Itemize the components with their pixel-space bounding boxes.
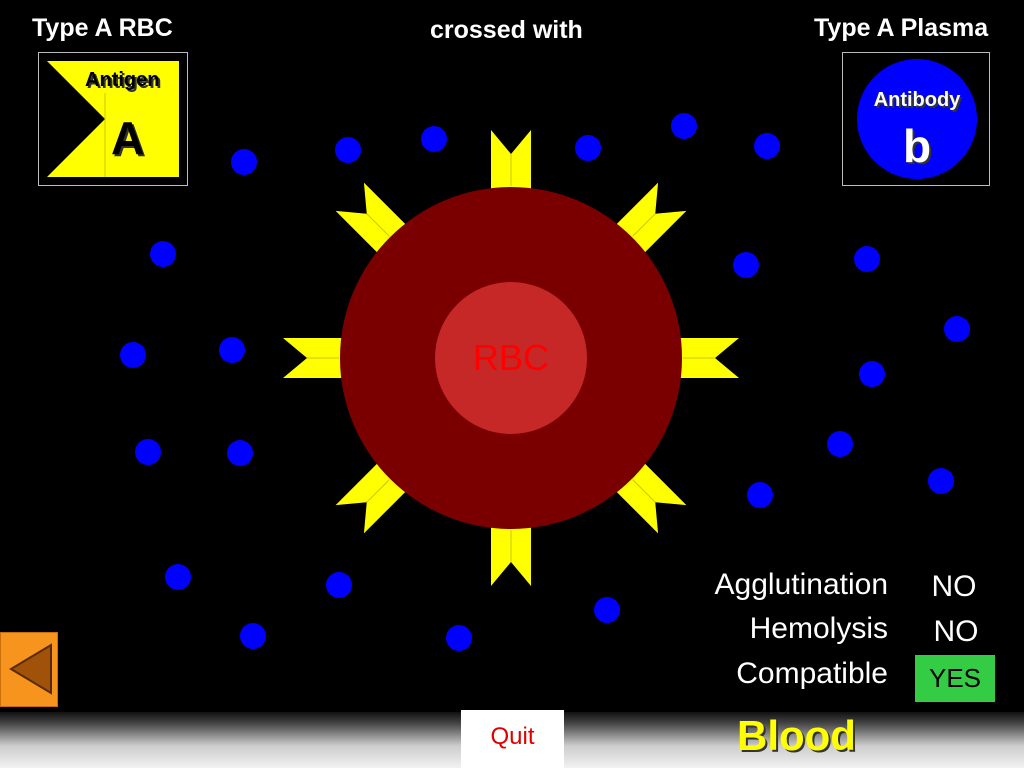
back-button[interactable] [0,632,58,707]
antibody-dot [165,564,191,590]
antibody-letter: b [902,120,932,172]
antibody-dot [854,246,880,272]
agglutination-value: NO [931,570,977,603]
antibody-dot [240,623,266,649]
crossed-with-heading: crossed with [430,16,583,44]
antibody-dot [594,597,620,623]
antigen-label: Antigen [85,69,160,91]
rbc-type-heading: Type A RBC [32,14,173,42]
antibody-dot [671,113,697,139]
quit-button[interactable]: Quit [461,710,564,768]
plasma-type-heading: Type A Plasma [814,14,989,42]
triangle-left-icon [9,643,52,695]
antibody-dot [326,572,352,598]
antibody-dot [754,133,780,159]
antigen-card: Antigen A [38,52,188,186]
antibody-dot [231,149,257,175]
antigen-shape-icon [47,61,179,177]
antibody-dot [227,440,253,466]
compatible-value-badge: YES [915,655,995,702]
antibody-dot [827,431,853,457]
blood-title: Blood [737,712,856,759]
antibody-dot [150,241,176,267]
antigen-letter: A [111,112,145,164]
agglutination-label: Agglutination [714,568,888,601]
antibody-dot [575,135,601,161]
agglutination-diagram [120,113,970,651]
rbc-nucleus [435,282,587,434]
antibody-dot [120,342,146,368]
antibody-dot [747,482,773,508]
antibody-dot [859,361,885,387]
antibody-dot [928,468,954,494]
antibody-dot [446,625,472,651]
antibody-label: Antibody [873,89,961,111]
antibody-dot [733,252,759,278]
rbc-label: RBC [472,337,549,378]
antibody-card: Antibody b [842,52,990,186]
antibody-dot [335,137,361,163]
compatible-label: Compatible [736,657,888,690]
antibody-dot [135,439,161,465]
antibody-dot [219,337,245,363]
hemolysis-label: Hemolysis [749,612,888,645]
antibody-dot [421,126,447,152]
hemolysis-value: NO [933,615,979,648]
antibody-dot [944,316,970,342]
antibody-circle-icon [857,59,977,179]
